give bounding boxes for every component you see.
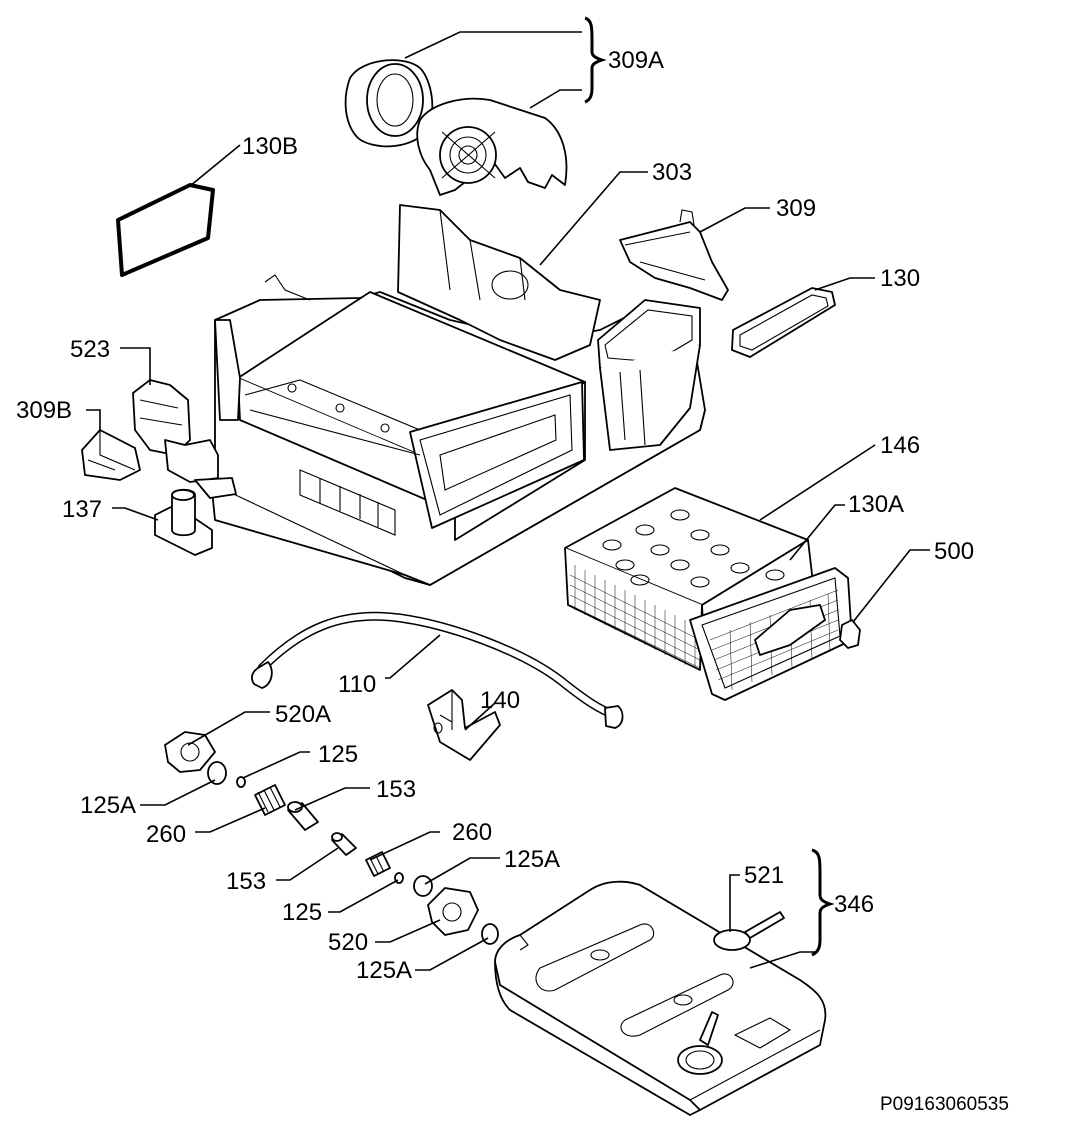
label-520: 520 (328, 929, 368, 956)
label-137: 137 (62, 496, 102, 523)
part-125A-oring-c (481, 923, 499, 945)
label-125-bottom: 125 (282, 899, 322, 926)
label-125A-top: 125A (80, 792, 136, 819)
label-146: 146 (880, 432, 920, 459)
label-140: 140 (480, 687, 520, 714)
part-140-bracket (427, 689, 501, 761)
part-125A-oring-b (413, 875, 433, 897)
label-521: 521 (744, 862, 784, 889)
part-523-valve (132, 379, 237, 499)
part-303-top-housing (209, 204, 706, 586)
label-110: 110 (338, 671, 376, 698)
label-309: 309 (776, 195, 816, 222)
label-125-top: 125 (318, 741, 358, 768)
part-309A-fan-housing (416, 97, 568, 196)
part-520A-valve (164, 731, 216, 773)
label-309B: 309B (16, 397, 72, 424)
part-125A-oring-a (207, 761, 227, 785)
part-125-oring-a (236, 776, 246, 788)
label-153-bottom: 153 (226, 868, 266, 895)
label-523: 523 (70, 336, 110, 363)
label-309A: 309A (608, 47, 664, 74)
bracket-346 (811, 848, 835, 957)
part-346-water-tank (494, 880, 827, 1116)
part-110-hose (251, 611, 624, 729)
part-153-plunger-b (331, 832, 357, 856)
part-260-spring-a (254, 784, 286, 816)
label-346: 346 (834, 891, 874, 918)
part-130-gasket (731, 287, 836, 358)
label-130B: 130B (242, 133, 298, 160)
bracket-309A (584, 16, 607, 104)
part-309B-bracket (81, 429, 141, 481)
part-260-spring-b (365, 851, 391, 877)
label-303: 303 (652, 159, 692, 186)
part-520-valve (427, 887, 479, 936)
label-260-right: 260 (452, 819, 492, 846)
label-500: 500 (934, 538, 974, 565)
part-137-pin (154, 488, 213, 556)
part-nozzle-box (597, 299, 701, 451)
part-521-scoop (713, 911, 785, 951)
part-500-knob (839, 619, 861, 649)
leader-lines (86, 31, 930, 971)
part-309A-fan-ring (344, 59, 434, 148)
part-309-duct (619, 209, 729, 301)
label-153-top: 153 (376, 776, 416, 803)
label-520A: 520A (275, 701, 331, 728)
label-130A: 130A (848, 491, 904, 518)
label-260-left: 260 (146, 821, 186, 848)
label-130: 130 (880, 265, 920, 292)
part-130B-gasket (116, 183, 215, 277)
label-125A-bottom: 125A (356, 957, 412, 984)
label-125A-mid: 125A (504, 846, 560, 873)
diagram-code: P09163060535 (880, 1094, 1009, 1115)
